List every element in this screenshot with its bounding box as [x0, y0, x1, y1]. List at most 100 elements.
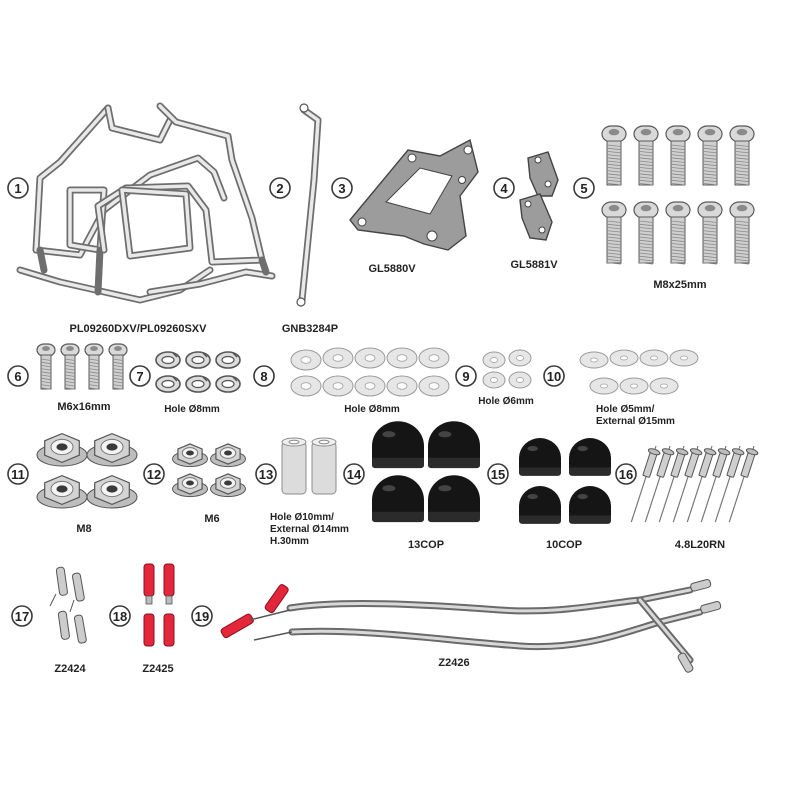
label-10b: External Ø15mm: [596, 416, 675, 427]
washer-8mm: [386, 347, 418, 369]
washer-8mm: [322, 375, 354, 397]
rivet: [728, 445, 759, 523]
cap-10cop: [519, 438, 561, 476]
callout-15: 15: [487, 463, 509, 485]
nut-m6: [210, 473, 246, 498]
callout-7: 7: [129, 365, 151, 387]
svg-text:14: 14: [347, 467, 362, 482]
callout-1: 1: [7, 177, 29, 199]
bolt-m8x25: [665, 201, 691, 265]
callouts: 1 2 3 4 5 6 7 8 9 10 11 12 13 14 15 16 1…: [7, 177, 725, 675]
nut-m8: [36, 474, 88, 509]
bolt-m8x25: [729, 125, 755, 186]
svg-text:16: 16: [619, 467, 633, 482]
spring-washer: [155, 351, 181, 369]
bolt-m6x16: [60, 343, 80, 390]
callout-6: 6: [7, 365, 29, 387]
callout-11: 11: [7, 463, 29, 485]
part-15-caps: [519, 438, 611, 524]
washer-8mm: [354, 375, 386, 397]
callout-8: 8: [253, 365, 275, 387]
part-6-bolts: [36, 343, 128, 390]
label-11: M8: [76, 523, 91, 535]
washer-5mm: [639, 349, 669, 367]
bolt-m6x16: [108, 343, 128, 390]
label-8b: Hole Ø8mm: [344, 404, 400, 415]
label-14: 13COP: [408, 539, 444, 551]
rivet: [714, 445, 745, 523]
svg-text:11: 11: [11, 467, 25, 482]
label-6: M6x16mm: [57, 401, 110, 413]
part-5-bolts: [601, 125, 755, 265]
svg-text:5: 5: [580, 181, 587, 196]
callout-18: 18: [109, 605, 131, 627]
part-8-washers: [290, 347, 450, 397]
callout-14: 14: [343, 463, 365, 485]
callout-9: 9: [455, 365, 477, 387]
spring-washer: [215, 351, 241, 369]
svg-text:2: 2: [276, 181, 283, 196]
spring-washer: [215, 375, 241, 393]
washer-6mm: [482, 351, 506, 369]
part-10-washers: [579, 349, 699, 395]
label-17: Z2424: [54, 663, 86, 675]
rivet: [644, 445, 675, 523]
svg-text:4: 4: [500, 181, 508, 196]
bolt-m6x16: [36, 343, 56, 390]
rivet: [700, 445, 731, 523]
label-1: PL09260DXV/PL09260SXV: [70, 323, 208, 335]
callout-5: 5: [573, 177, 595, 199]
label-18: Z2425: [142, 663, 173, 675]
callout-2: 2: [269, 177, 291, 199]
svg-text:12: 12: [147, 467, 161, 482]
svg-text:8: 8: [260, 369, 267, 384]
washer-8mm: [386, 375, 418, 397]
nut-m8: [86, 432, 138, 467]
label-19: Z2426: [438, 657, 469, 669]
washer-8mm: [290, 375, 322, 397]
washer-8mm: [418, 375, 450, 397]
rivet: [686, 445, 717, 523]
part-11-nuts: [36, 432, 138, 509]
part-19-cable: [220, 578, 722, 673]
label-3: GL5880V: [368, 263, 416, 275]
label-4: GL5881V: [510, 259, 558, 271]
bolt-m8x25: [729, 201, 755, 265]
callout-19: 19: [191, 605, 213, 627]
washer-6mm: [482, 371, 506, 389]
washer-5mm: [619, 377, 649, 395]
svg-text:13: 13: [259, 467, 273, 482]
part-3-bracket-plate: [349, 138, 479, 251]
svg-text:15: 15: [491, 467, 505, 482]
part-18-red-connectors: [143, 563, 175, 647]
spring-washer: [155, 375, 181, 393]
spring-washer: [185, 375, 211, 393]
label-12: M6: [204, 513, 219, 525]
svg-text:1: 1: [14, 181, 21, 196]
svg-text:10: 10: [547, 369, 561, 384]
cap-10cop: [569, 438, 611, 476]
washer-5mm: [649, 377, 679, 395]
washer-8mm: [290, 349, 322, 371]
label-16: 4.8L20RN: [675, 539, 725, 551]
callout-3: 3: [331, 177, 353, 199]
nut-m8: [36, 432, 88, 467]
svg-text:19: 19: [195, 609, 209, 624]
part-16-rivets: [630, 445, 759, 523]
svg-text:9: 9: [462, 369, 469, 384]
part-17-connectors: [49, 566, 87, 644]
label-8: Hole Ø8mm: [164, 404, 220, 415]
nut-m6: [172, 473, 208, 498]
cap-13cop: [372, 475, 424, 523]
nut-m8: [86, 474, 138, 509]
part-4-small-plates: [519, 151, 559, 241]
svg-text:17: 17: [15, 609, 29, 624]
part-2-support-bar: [296, 103, 322, 307]
bolt-m8x25: [697, 201, 723, 265]
label-10a: Hole Ø5mm/: [596, 404, 655, 415]
label-13c: H.30mm: [270, 536, 309, 547]
rivet: [672, 445, 703, 523]
cap-13cop: [428, 421, 480, 469]
part-7-spring-washers: [155, 351, 241, 393]
